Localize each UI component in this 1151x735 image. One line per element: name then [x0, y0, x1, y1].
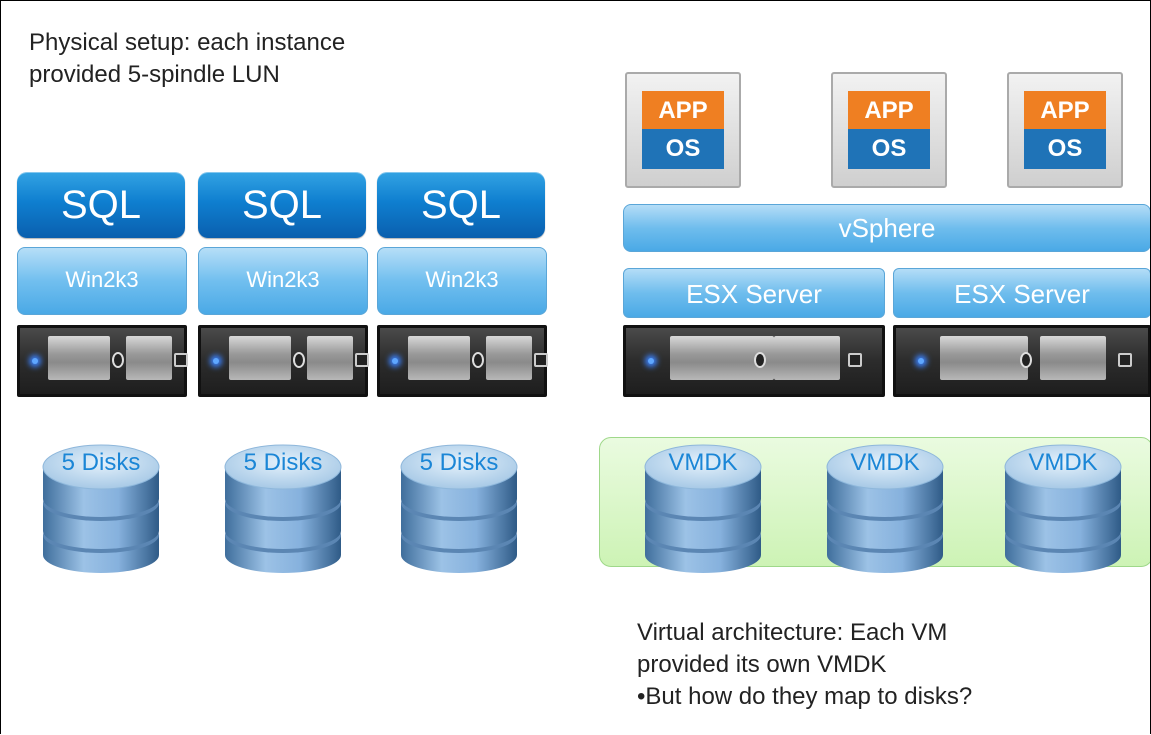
- virtual-caption-line-3: •But how do they map to disks?: [637, 683, 973, 710]
- sql-box-2: SQL: [198, 172, 366, 238]
- vm-app-label: APP: [848, 91, 930, 129]
- disk-stack-icon: VMDK: [823, 427, 947, 587]
- esx-server-box-1: ESX Server: [623, 268, 885, 318]
- win2k3-box-1: Win2k3: [17, 247, 187, 315]
- vmdk-label: VMDK: [850, 449, 920, 476]
- physical-caption-line-2: provided 5-spindle LUN: [29, 61, 280, 88]
- server-icon: [623, 325, 885, 397]
- disk-label: 5 Disks: [243, 449, 323, 476]
- disk-stack-icon: 5 Disks: [39, 427, 163, 587]
- vm-app-label: APP: [642, 91, 724, 129]
- physical-caption: Physical setup: each instance provided 5…: [29, 27, 345, 91]
- vm-card-1: APP OS: [625, 72, 741, 188]
- sql-box-3: SQL: [377, 172, 545, 238]
- vmdk-label: VMDK: [668, 449, 738, 476]
- server-icon: [893, 325, 1150, 397]
- vm-os-label: OS: [642, 129, 724, 169]
- vm-card-2: APP OS: [831, 72, 947, 188]
- vm-card-3: APP OS: [1007, 72, 1123, 188]
- disk-stack-icon: VMDK: [1001, 427, 1125, 587]
- vm-app-label: APP: [1024, 91, 1106, 129]
- disk-label: 5 Disks: [61, 449, 141, 476]
- virtual-caption: Virtual architecture: Each VM provided i…: [637, 617, 972, 713]
- sql-box-1: SQL: [17, 172, 185, 238]
- virtual-caption-line-1: Virtual architecture: Each VM: [637, 619, 948, 646]
- server-icon: [198, 325, 369, 397]
- disk-stack-icon: 5 Disks: [221, 427, 345, 587]
- physical-caption-line-1: Physical setup: each instance: [29, 29, 346, 56]
- vmdk-label: VMDK: [1028, 449, 1098, 476]
- virtual-caption-line-2: provided its own VMDK: [637, 651, 887, 678]
- vm-os-label: OS: [1024, 129, 1106, 169]
- disk-label: 5 Disks: [419, 449, 499, 476]
- win2k3-box-2: Win2k3: [198, 247, 368, 315]
- win2k3-box-3: Win2k3: [377, 247, 547, 315]
- disk-stack-icon: 5 Disks: [397, 427, 521, 587]
- disk-stack-icon: VMDK: [641, 427, 765, 587]
- esx-server-box-2: ESX Server: [893, 268, 1150, 318]
- vsphere-bar: vSphere: [623, 204, 1150, 252]
- server-icon: [377, 325, 548, 397]
- vm-os-label: OS: [848, 129, 930, 169]
- server-icon: [17, 325, 188, 397]
